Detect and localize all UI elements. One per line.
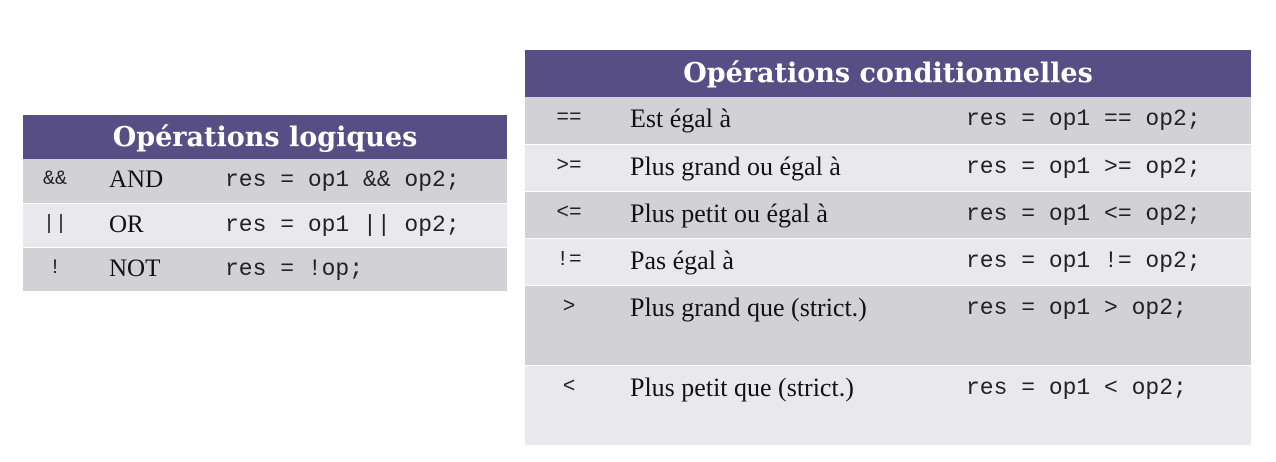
- operator-symbol: <=: [556, 202, 582, 225]
- operator-example: res = op1 && op2;: [225, 167, 460, 193]
- table-row: == Est égal à res = op1 == op2;: [525, 97, 1251, 144]
- operator-example: res = op1 <= op2;: [966, 201, 1201, 227]
- operator-name: OR: [109, 211, 144, 238]
- table-row: || OR res = op1 || op2;: [23, 203, 507, 247]
- table-row: != Pas égal à res = op1 != op2;: [525, 238, 1251, 285]
- table-row: >= Plus grand ou égal à res = op1 >= op2…: [525, 144, 1251, 191]
- logical-operations-table: Opérations logiques && AND res = op1 && …: [23, 115, 507, 291]
- table-row: > Plus grand que (strict.) res = op1 > o…: [525, 285, 1251, 365]
- operator-name: Pas égal à: [630, 246, 734, 275]
- operator-example: res = op1 > op2;: [966, 295, 1187, 321]
- conditional-operations-table: Opérations conditionnelles == Est égal à…: [525, 50, 1251, 445]
- table-row: && AND res = op1 && op2;: [23, 159, 507, 203]
- table-row: ! NOT res = !op;: [23, 247, 507, 291]
- operator-example: res = !op;: [225, 256, 364, 282]
- operator-symbol: !: [48, 257, 61, 280]
- operator-name: NOT: [109, 255, 161, 282]
- table-row: <= Plus petit ou égal à res = op1 <= op2…: [525, 191, 1251, 238]
- operator-symbol: >=: [556, 155, 582, 178]
- operator-example: res = op1 || op2;: [225, 212, 460, 238]
- operator-example: res = op1 < op2;: [966, 375, 1187, 401]
- operator-name: Plus grand ou égal à: [630, 152, 841, 181]
- operator-symbol: >: [562, 296, 576, 319]
- operator-symbol: <: [562, 376, 576, 399]
- operator-symbol: ==: [556, 107, 582, 130]
- operator-name: Est égal à: [630, 104, 732, 133]
- logical-operations-title: Opérations logiques: [23, 115, 507, 159]
- operator-symbol: &&: [42, 168, 67, 191]
- conditional-operations-title: Opérations conditionnelles: [525, 50, 1251, 97]
- operator-symbol: ||: [42, 213, 67, 236]
- operator-example: res = op1 != op2;: [966, 248, 1201, 274]
- operator-example: res = op1 == op2;: [966, 106, 1201, 132]
- operator-name: Plus petit ou égal à: [630, 199, 828, 228]
- operator-name: Plus grand que (strict.): [630, 293, 867, 322]
- table-row: < Plus petit que (strict.) res = op1 < o…: [525, 365, 1251, 445]
- operator-name: AND: [109, 166, 164, 193]
- operator-example: res = op1 >= op2;: [966, 154, 1201, 180]
- operator-name: Plus petit que (strict.): [630, 373, 854, 402]
- operator-symbol: !=: [556, 249, 582, 272]
